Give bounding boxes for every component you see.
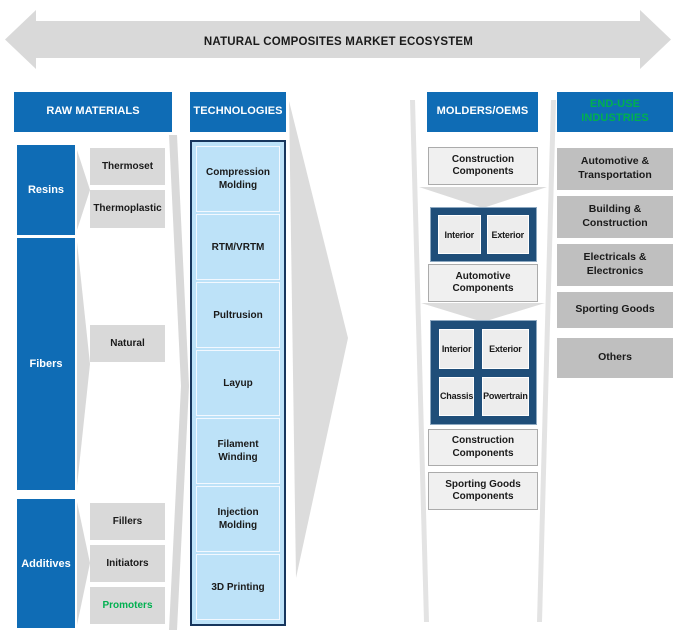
enduse-electricals-electronics: Electricals & Electronics (557, 244, 673, 286)
molders-flow-arrow-1-icon (419, 187, 547, 208)
tech-rtm-vrtm: RTM/VRTM (196, 214, 280, 280)
item-natural: Natural (90, 325, 165, 362)
enduse-others: Others (557, 338, 673, 378)
title-arrow (5, 10, 671, 69)
tech-injection-molding: Injection Molding (196, 486, 280, 552)
molders-sporting-goods-components: Sporting Goods Components (428, 472, 538, 510)
molders-banner (410, 100, 556, 622)
header-raw-materials: RAW MATERIALS (14, 92, 172, 132)
item-fillers: Fillers (90, 503, 165, 540)
tech-to-molders-arrow-icon (289, 101, 348, 578)
item-promoters: Promoters (90, 587, 165, 624)
item-thermoplastic: Thermoplastic (90, 190, 165, 228)
molders-powertrain: Powertrain (482, 376, 529, 416)
raw-to-tech-arrow-icon (169, 135, 189, 630)
category-additives: Additives (17, 499, 75, 628)
technologies-stack: Compression Molding RTM/VRTM Pultrusion … (190, 140, 286, 626)
tech-compression-molding: Compression Molding (196, 146, 280, 212)
fibers-arrow-icon (77, 242, 90, 486)
item-initiators: Initiators (90, 545, 165, 582)
molders-exterior-1: Exterior (486, 215, 529, 254)
header-technologies: TECHNOLOGIES (190, 92, 286, 132)
molders-flow-arrow-2-icon (421, 303, 545, 322)
resins-arrow-icon (77, 150, 90, 230)
tech-layup: Layup (196, 350, 280, 416)
molders-automotive-quad-group: Interior Exterior Chassis Powertrain (430, 320, 537, 425)
enduse-automotive-transportation: Automotive & Transportation (557, 148, 673, 190)
category-resins: Resins (17, 145, 75, 235)
molders-exterior-2: Exterior (482, 329, 529, 369)
tech-3d-printing: 3D Printing (196, 554, 280, 620)
molders-construction-components-bottom: Construction Components (428, 429, 538, 466)
additives-arrow-icon (77, 502, 90, 625)
molders-automotive-components: Automotive Components (428, 264, 538, 302)
category-fibers: Fibers (17, 238, 75, 490)
item-thermoset: Thermoset (90, 148, 165, 185)
header-end-use-industries: END-USE INDUSTRIES (557, 92, 673, 132)
molders-construction-components-top: Construction Components (428, 147, 538, 185)
molders-interior-1: Interior (438, 215, 481, 254)
enduse-sporting-goods: Sporting Goods (557, 292, 673, 328)
molders-chassis: Chassis (439, 376, 475, 416)
molders-interior-2: Interior (439, 329, 475, 369)
tech-pultrusion: Pultrusion (196, 282, 280, 348)
diagram-title: NATURAL COMPOSITES MARKET ECOSYSTEM (203, 36, 474, 48)
tech-filament-winding: Filament Winding (196, 418, 280, 484)
header-molders-oems: MOLDERS/OEMS (427, 92, 538, 132)
molders-automotive-pair-group: Interior Exterior (430, 207, 537, 262)
enduse-building-construction: Building & Construction (557, 196, 673, 238)
